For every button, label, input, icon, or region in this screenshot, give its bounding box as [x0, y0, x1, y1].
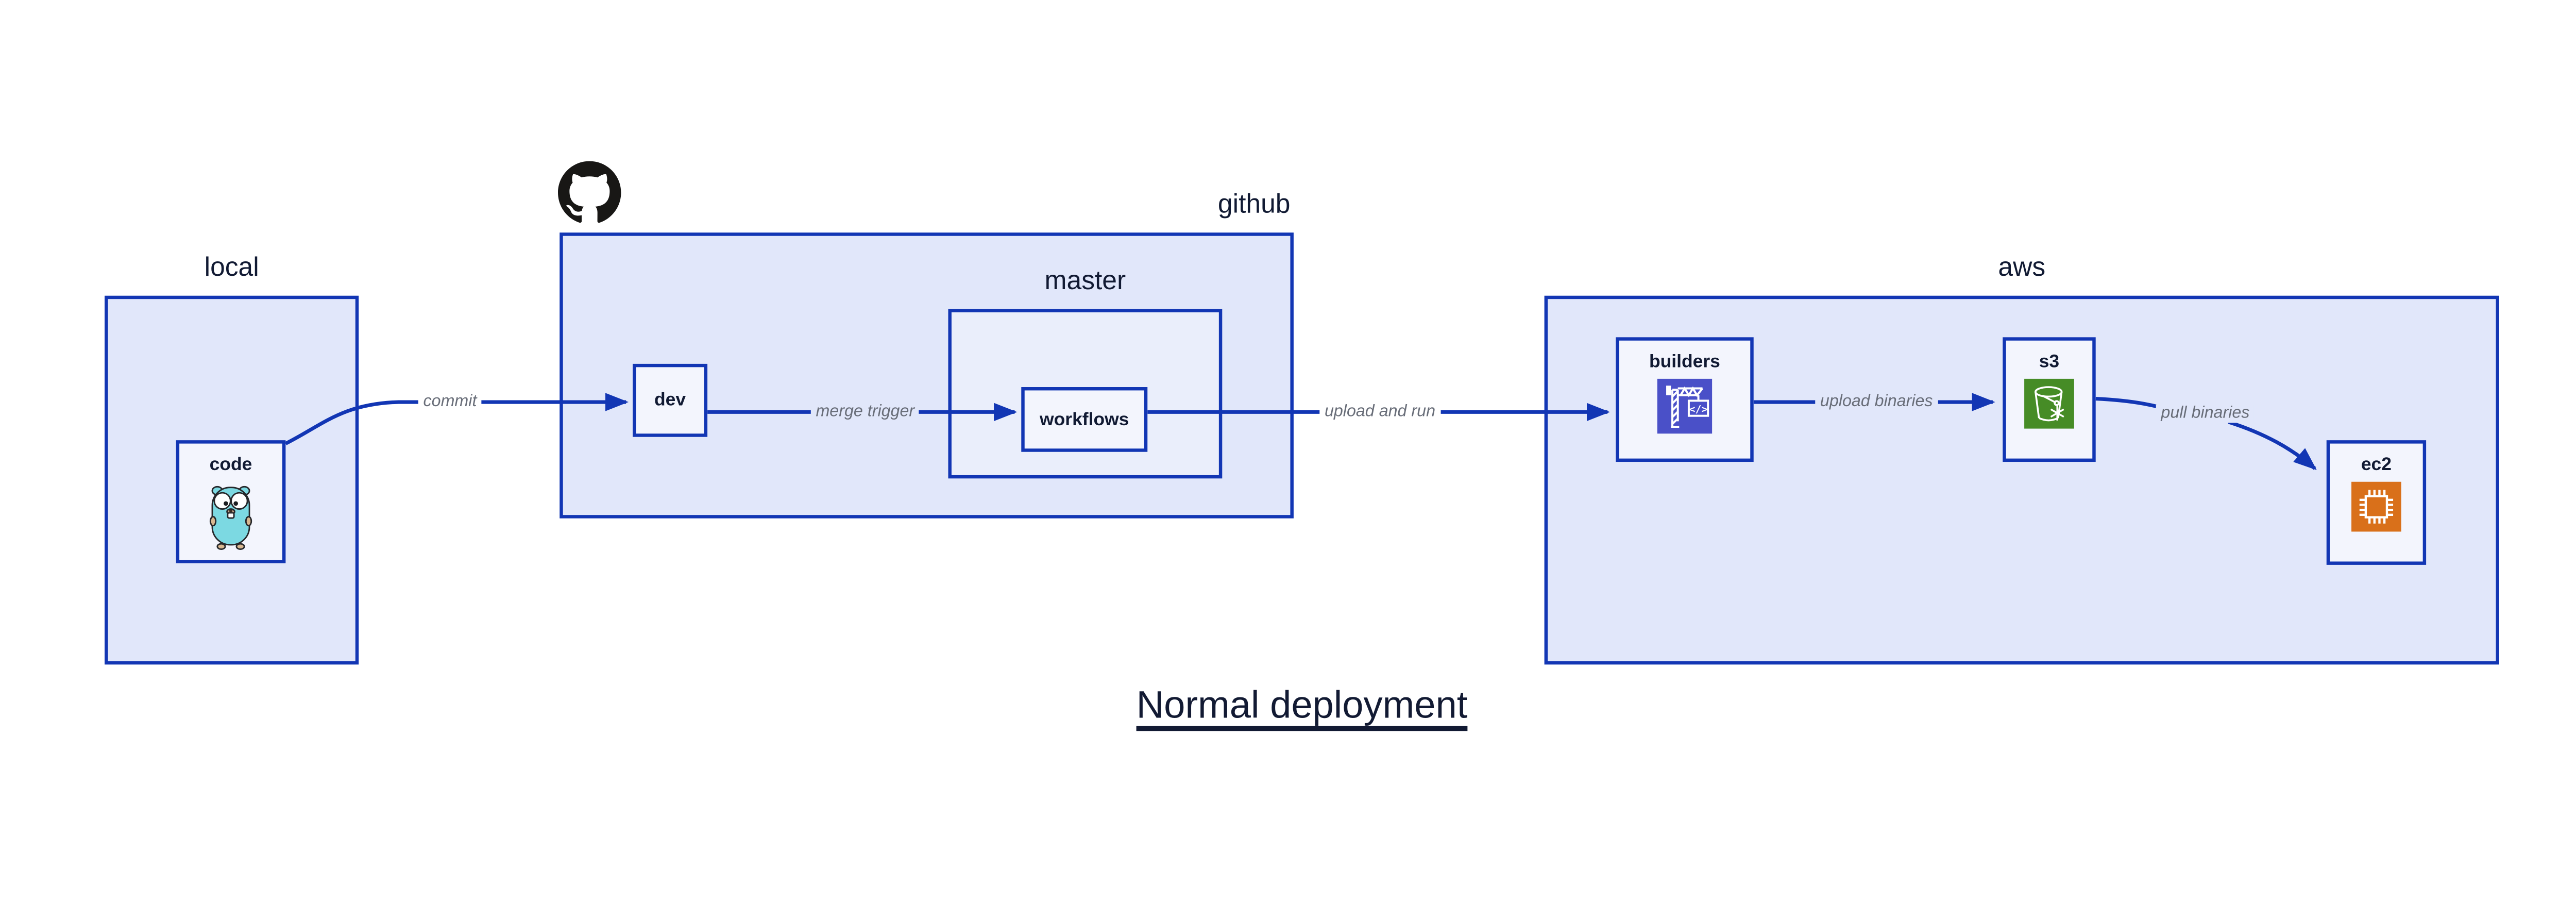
- go-gopher-icon: [209, 486, 252, 550]
- merge-trigger-edge-label: merge trigger: [810, 403, 920, 422]
- master-label: master: [1044, 267, 1126, 296]
- s3-node-label: s3: [2039, 352, 2060, 373]
- s3-glacier-bucket-icon: [2024, 378, 2074, 429]
- ec2-node-label: ec2: [2361, 455, 2392, 475]
- builders-node-label: builders: [1649, 352, 1720, 373]
- upload-binaries-edge-label: upload binaries: [1815, 393, 1938, 411]
- pull-binaries-edge-label: pull binaries: [2156, 404, 2255, 423]
- s3-node: s3: [2003, 337, 2096, 462]
- workflows-node: workflows: [1021, 387, 1148, 452]
- code-node-label: code: [209, 455, 252, 475]
- dev-node-label: dev: [654, 390, 686, 411]
- commit-edge-label: commit: [418, 393, 482, 411]
- svg-text:</>: </>: [1689, 403, 1708, 415]
- ec2-chip-icon: [2351, 481, 2401, 532]
- builders-node: builders </>: [1616, 337, 1754, 462]
- dev-node: dev: [633, 363, 708, 437]
- local-label: local: [204, 254, 259, 282]
- ec2-node: ec2: [2326, 440, 2427, 565]
- diagram-title: Normal deployment: [0, 683, 2576, 728]
- upload-and-run-edge-label: upload and run: [1319, 403, 1440, 422]
- workflows-node-label: workflows: [1040, 409, 1129, 430]
- diagram-title-text: Normal deployment: [1136, 682, 1468, 726]
- codebuild-crane-icon: </>: [1657, 378, 1713, 434]
- code-node: code: [176, 440, 286, 563]
- aws-label: aws: [1998, 254, 2046, 282]
- github-label: github: [1217, 191, 1291, 220]
- github-octocat-icon: [558, 161, 621, 223]
